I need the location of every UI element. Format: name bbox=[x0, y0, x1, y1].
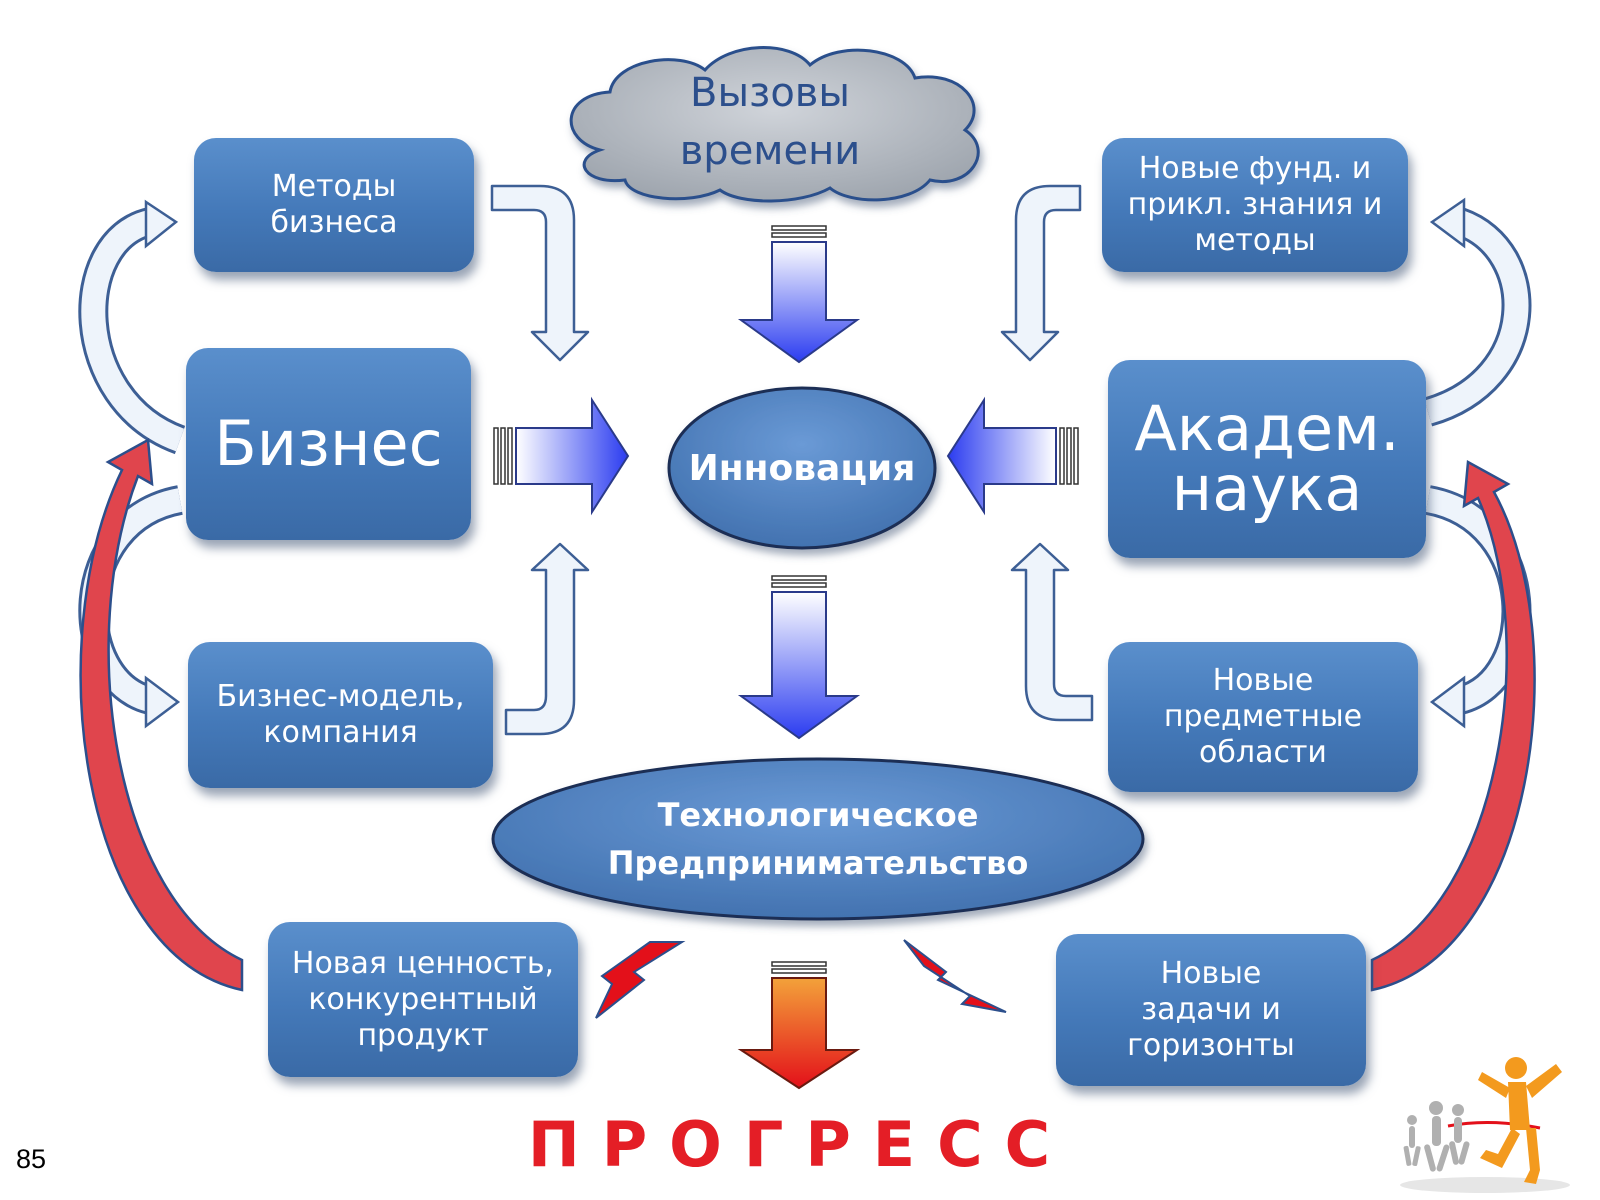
methods-box: Методы бизнеса bbox=[194, 138, 474, 272]
cloud-label: Вызовы времени bbox=[679, 70, 861, 174]
arrow-business-to-innovation bbox=[493, 396, 630, 516]
lightning-left-icon bbox=[595, 941, 686, 1019]
entrepreneurship-oval-shape bbox=[491, 757, 1145, 921]
arrow-academy-to-innovation bbox=[946, 396, 1079, 516]
business-box: Бизнес bbox=[186, 348, 471, 540]
entrepreneurship-label: Технологическое Предпринимательство bbox=[607, 796, 1029, 882]
business-model-box: Бизнес-модель, компания bbox=[188, 642, 493, 788]
feedback-arrow-value-to-business bbox=[79, 437, 244, 992]
lightning-right-icon bbox=[903, 939, 1007, 1013]
academic-science-box: Академ. наука bbox=[1108, 360, 1426, 558]
arrow-business-to-methods bbox=[78, 199, 186, 455]
arrow-knowledge-to-innovation bbox=[1000, 184, 1082, 362]
new-tasks-box: Новые задачи и горизонты bbox=[1056, 934, 1366, 1086]
arrow-cloud-to-innovation bbox=[737, 225, 861, 364]
arrow-areas-to-innovation bbox=[1010, 542, 1094, 722]
new-areas-box: Новые предметные области bbox=[1108, 642, 1418, 792]
progress-title: ПРОГРЕСС bbox=[527, 1108, 1073, 1181]
page-number: 85 bbox=[16, 1144, 47, 1174]
new-knowledge-box: Новые фунд. и прикл. знания и методы bbox=[1102, 138, 1408, 272]
arrow-model-to-innovation bbox=[504, 542, 590, 736]
arrow-entrepreneurship-to-progress bbox=[737, 961, 861, 1090]
cloud-shape bbox=[569, 46, 980, 203]
innovation-label: Инновация bbox=[688, 447, 916, 489]
arrow-academy-to-knowledge bbox=[1423, 197, 1532, 427]
innovation-oval-shape bbox=[667, 386, 937, 550]
runners-illustration bbox=[1400, 1057, 1570, 1193]
feedback-arrow-tasks-to-academy bbox=[1370, 459, 1536, 992]
arrow-methods-to-innovation bbox=[490, 184, 590, 362]
arrow-innovation-to-entrepreneurship bbox=[737, 575, 861, 740]
new-value-box: Новая ценность, конкурентный продукт bbox=[268, 922, 578, 1077]
